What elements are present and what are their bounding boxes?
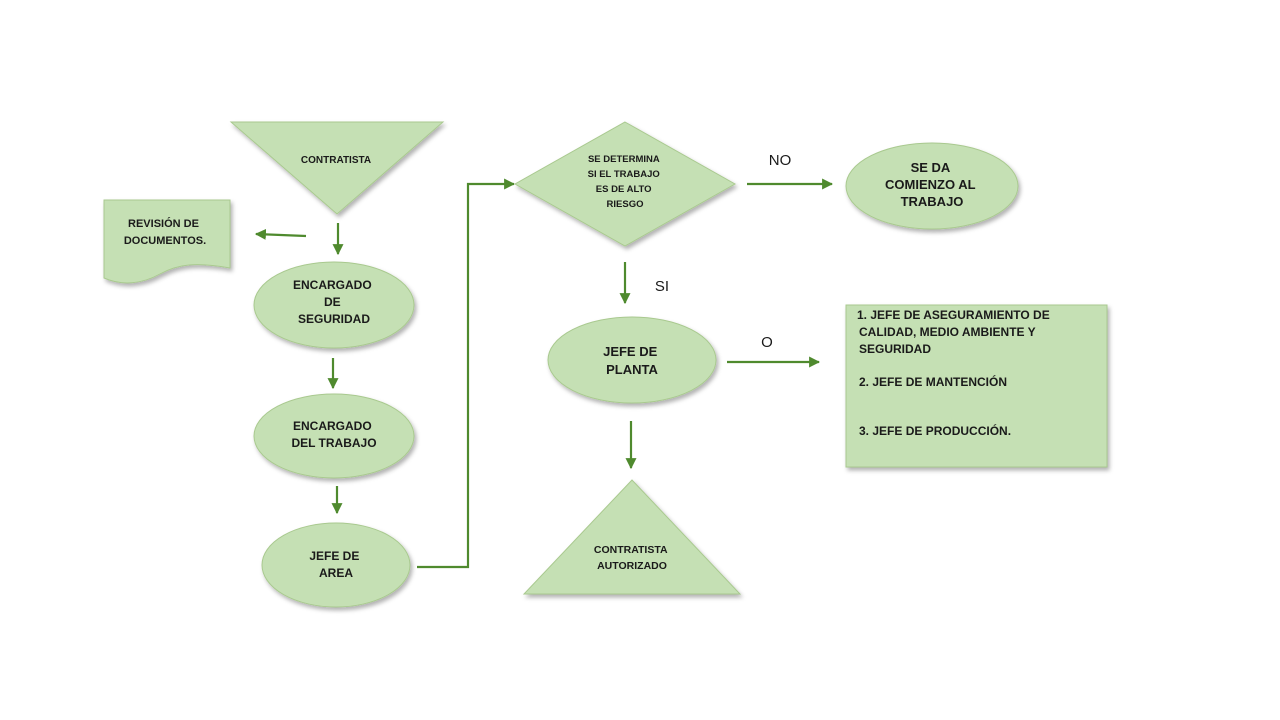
node-encargado-seguridad: ENCARGADO DE SEGURIDAD <box>253 261 415 349</box>
node-trabajo-line-2: DEL TRABAJO <box>291 436 376 450</box>
node-seguridad-line-2: DE <box>324 295 341 309</box>
svg-text:ENCARGADO DE SEGUR: ENCARGADO DE SEGURIDAD <box>293 278 375 326</box>
node-seguridad-line-1: ENCARGADO <box>293 278 372 292</box>
node-comienzo-line-3: TRABAJO <box>901 194 964 209</box>
edge-label-si: SI <box>655 278 669 295</box>
node-comienzo-line-2: COMIENZO AL <box>885 177 976 192</box>
edge-label-o: O <box>761 334 773 351</box>
node-trabajo-line-1: ENCARGADO <box>293 419 372 433</box>
connectors <box>254 178 834 569</box>
node-autorizado-line-1: CONTRATISTA <box>594 544 668 556</box>
node-contratista: CONTRATISTA <box>229 121 445 215</box>
list-item-3: 3. JEFE DE PRODUCCIÓN. <box>859 423 1011 438</box>
node-contratista-label: CONTRATISTA <box>301 155 371 166</box>
list-item-1-line-2: CALIDAD, MEDIO AMBIENTE Y <box>859 325 1036 339</box>
node-contratista-autorizado: CONTRATISTA AUTORIZADO <box>522 479 742 595</box>
node-decision-alto-riesgo: SE DETERMINA SI EL TRABAJO ES DE ALTO RI… <box>513 121 737 247</box>
node-encargado-trabajo: ENCARGADO DEL TRABAJO <box>253 393 415 479</box>
svg-text:JEFE DE AREA: JEFE DE AREA <box>309 549 362 580</box>
node-revision-line-2: DOCUMENTOS. <box>124 235 206 247</box>
node-decision-line-3: ES DE ALTO <box>596 184 652 195</box>
node-revision-line-1: REVISIÓN DE <box>128 217 199 230</box>
node-seguridad-line-3: SEGURIDAD <box>298 312 370 326</box>
node-revision-documentos: REVISIÓN DE DOCUMENTOS. <box>103 199 231 284</box>
node-jefe-area: JEFE DE AREA <box>261 522 411 608</box>
svg-text:CONTRATISTA AUTORIZADO: CONTRATISTA AUTORIZADO <box>594 544 670 572</box>
svg-text:REVISIÓN DE DOCUMENTOS.: REVISIÓN DE DOCUMENTOS. <box>124 217 206 247</box>
list-item-1-line-1: 1. JEFE DE ASEGURAMIENTO DE <box>857 308 1050 322</box>
node-decision-line-1: SE DETERMINA <box>588 154 660 165</box>
node-jefe-planta: JEFE DE PLANTA <box>547 316 717 404</box>
arrow-jefe-area-to-decision <box>417 178 516 569</box>
list-item-1-line-3: SEGURIDAD <box>859 342 931 356</box>
svg-text:SE DA COMIENZO AL: SE DA COMIENZO AL TRABAJO <box>885 160 979 209</box>
node-jefe-planta-line-2: PLANTA <box>606 362 658 377</box>
svg-text:SE DETERMINA SI EL TRABA: SE DETERMINA SI EL TRABAJO ES DE ALTO RI… <box>588 154 663 210</box>
node-decision-line-2: SI EL TRABAJO <box>588 169 660 180</box>
node-autorizado-line-2: AUTORIZADO <box>597 560 667 572</box>
node-comienzo-trabajo: SE DA COMIENZO AL TRABAJO <box>845 142 1019 230</box>
node-decision-line-4: RIESGO <box>607 199 644 210</box>
node-jefe-planta-line-1: JEFE DE <box>603 344 658 359</box>
arrow-contratista-to-revision <box>254 228 307 240</box>
edge-label-no: NO <box>769 152 792 169</box>
node-jefe-area-line-2: AREA <box>319 566 353 580</box>
node-comienzo-line-1: SE DA <box>911 160 951 175</box>
svg-text:JEFE DE PLANTA: JEFE DE PLANTA <box>603 344 661 377</box>
list-item-2: 2. JEFE DE MANTENCIÓN <box>859 374 1007 389</box>
svg-text:ENCARGADO DEL TRABAJO: ENCARGADO DEL TRABAJO <box>291 419 376 450</box>
node-jefe-area-line-1: JEFE DE <box>309 549 359 563</box>
node-jefes-list: 1. JEFE DE ASEGURAMIENTO DE CALIDAD, MED… <box>845 304 1108 468</box>
